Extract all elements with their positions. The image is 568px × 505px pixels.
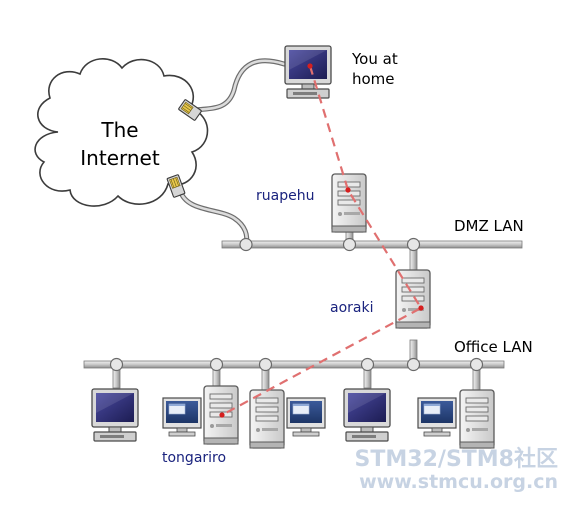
home-cable (193, 58, 287, 113)
internet-cloud: The Internet (34, 58, 209, 207)
office-computer-icon (343, 388, 391, 442)
cloud-label-line2: Internet (80, 146, 160, 170)
home-label-line2: home (352, 70, 395, 88)
cloud-label-line1: The (100, 118, 138, 142)
connection-path (219, 63, 424, 418)
office-lan-label: Office LAN (454, 338, 533, 356)
watermark-line1: STM32/STM8社区 (355, 446, 558, 472)
office-lan-bus (83, 339, 505, 391)
dmz-lan-bus (221, 231, 523, 273)
office-flatscreen-icon (286, 397, 326, 437)
home-label-line1: You at (351, 50, 398, 68)
aoraki-label: aoraki (330, 300, 373, 316)
office-tower-icon (249, 389, 285, 449)
office-tower-icon (459, 389, 495, 449)
watermark-line2: www.stmcu.org.cn (359, 471, 558, 493)
office-flatscreen-icon (417, 397, 457, 437)
home-computer-icon (284, 45, 332, 99)
dmz-lan-label: DMZ LAN (454, 217, 524, 235)
dmz-cable (177, 187, 250, 247)
ruapehu-server-icon (331, 173, 367, 233)
watermark: STM32/STM8社区 www.stmcu.org.cn (355, 446, 558, 493)
ruapehu-label: ruapehu (256, 188, 314, 204)
office-computer-icon (91, 388, 139, 442)
tongariro-label: tongariro (162, 450, 226, 466)
office-flatscreen-icon (162, 397, 202, 437)
